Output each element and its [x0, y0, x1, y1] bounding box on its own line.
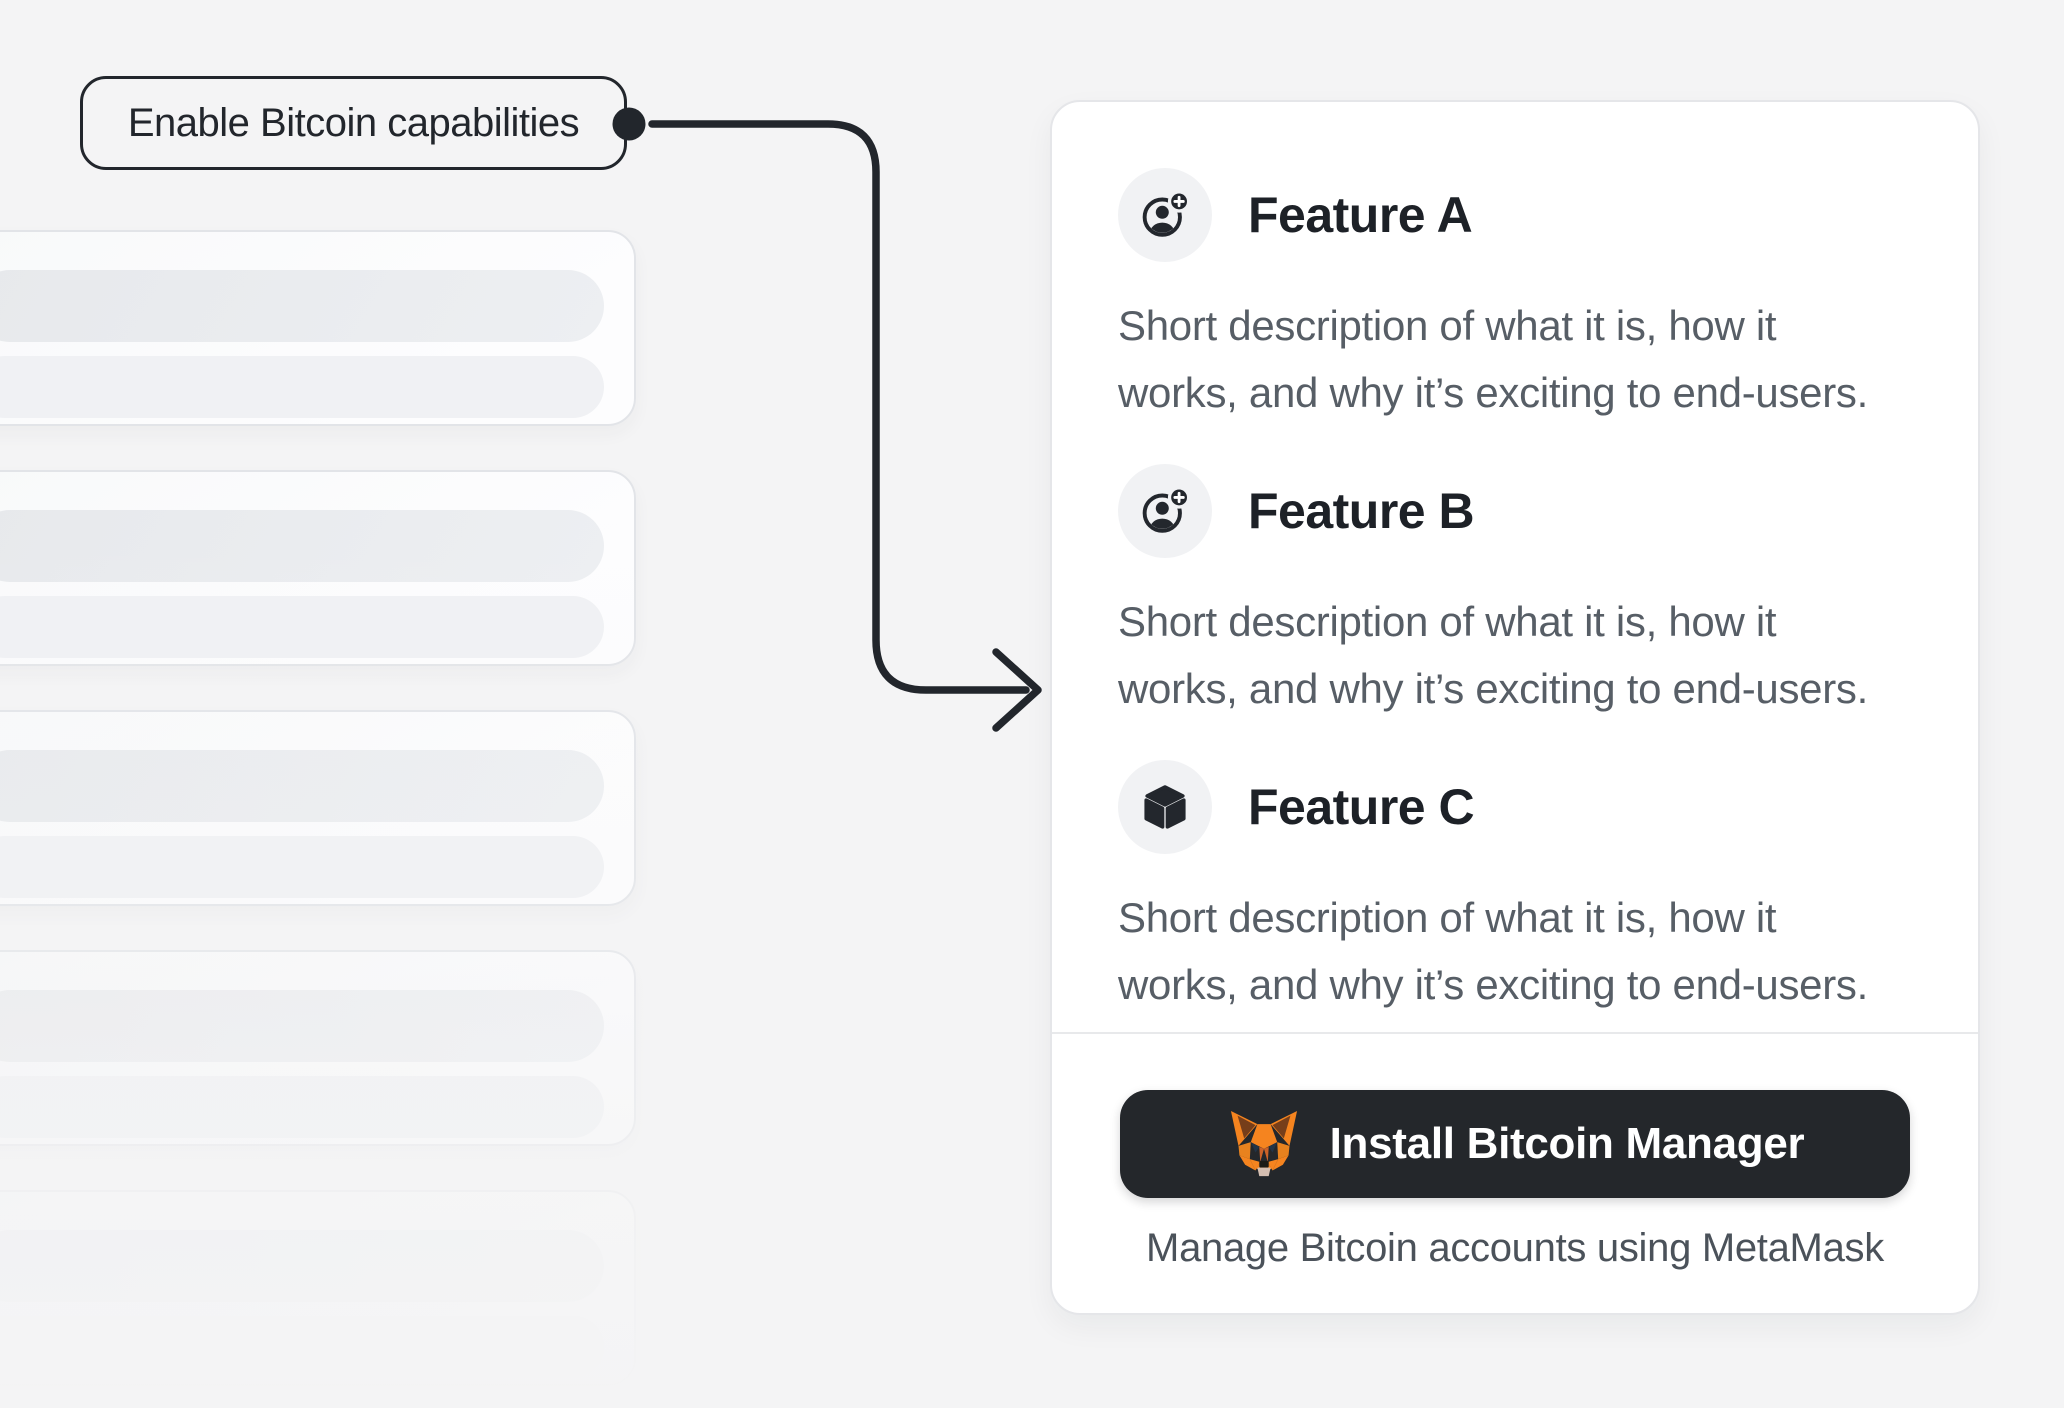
callout-box: Enable Bitcoin capabilities [80, 76, 627, 170]
feature-description-line: Short description of what it is, how it [1118, 302, 1777, 349]
skeleton-card [0, 950, 636, 1146]
skeleton-bar [0, 750, 604, 822]
arrowhead-icon [992, 648, 1042, 732]
cube-icon [1139, 781, 1191, 833]
skeleton-bar [0, 1230, 604, 1302]
feature-c-icon-circle [1118, 760, 1212, 854]
feature-description-line: works, and why it’s exciting to end-user… [1118, 961, 1868, 1008]
user-plus-icon [1139, 189, 1191, 241]
skeleton-bar [0, 990, 604, 1062]
feature-a-icon-circle [1118, 168, 1212, 262]
skeleton-card [0, 230, 636, 426]
feature-description: Short description of what it is, how it … [1118, 884, 1868, 1018]
feature-description-line: works, and why it’s exciting to end-user… [1118, 665, 1868, 712]
feature-b-icon-circle [1118, 464, 1212, 558]
skeleton-card [0, 710, 636, 906]
install-bitcoin-manager-button[interactable]: Install Bitcoin Manager [1120, 1090, 1910, 1198]
feature-description: Short description of what it is, how it … [1118, 292, 1868, 426]
callout-label: Enable Bitcoin capabilities [127, 100, 580, 145]
feature-title: Feature C [1248, 779, 1475, 835]
install-button-label: Install Bitcoin Manager [1329, 1119, 1805, 1168]
feature-title: Feature A [1248, 187, 1473, 243]
skeleton-bar [0, 356, 604, 418]
feature-title: Feature B [1248, 483, 1475, 539]
skeleton-bar [0, 510, 604, 582]
skeleton-bar [0, 836, 604, 898]
skeleton-bar [0, 1316, 604, 1378]
skeleton-bar [0, 596, 604, 658]
skeleton-bar [0, 1076, 604, 1138]
features-panel: Feature A Short description of what it i… [1050, 100, 1980, 1315]
skeleton-card [0, 1190, 636, 1386]
skeleton-bar [0, 270, 604, 342]
user-plus-icon [1139, 485, 1191, 537]
skeleton-card [0, 470, 636, 666]
feature-description-line: Short description of what it is, how it [1118, 598, 1777, 645]
feature-description: Short description of what it is, how it … [1118, 588, 1868, 722]
feature-description-line: Short description of what it is, how it [1118, 894, 1777, 941]
skeleton-list [0, 0, 740, 1408]
panel-caption: Manage Bitcoin accounts using MetaMask [1146, 1226, 1884, 1270]
feature-description-line: works, and why it’s exciting to end-user… [1118, 369, 1868, 416]
panel-separator [1052, 1032, 1978, 1034]
metamask-fox-icon [1226, 1110, 1302, 1178]
